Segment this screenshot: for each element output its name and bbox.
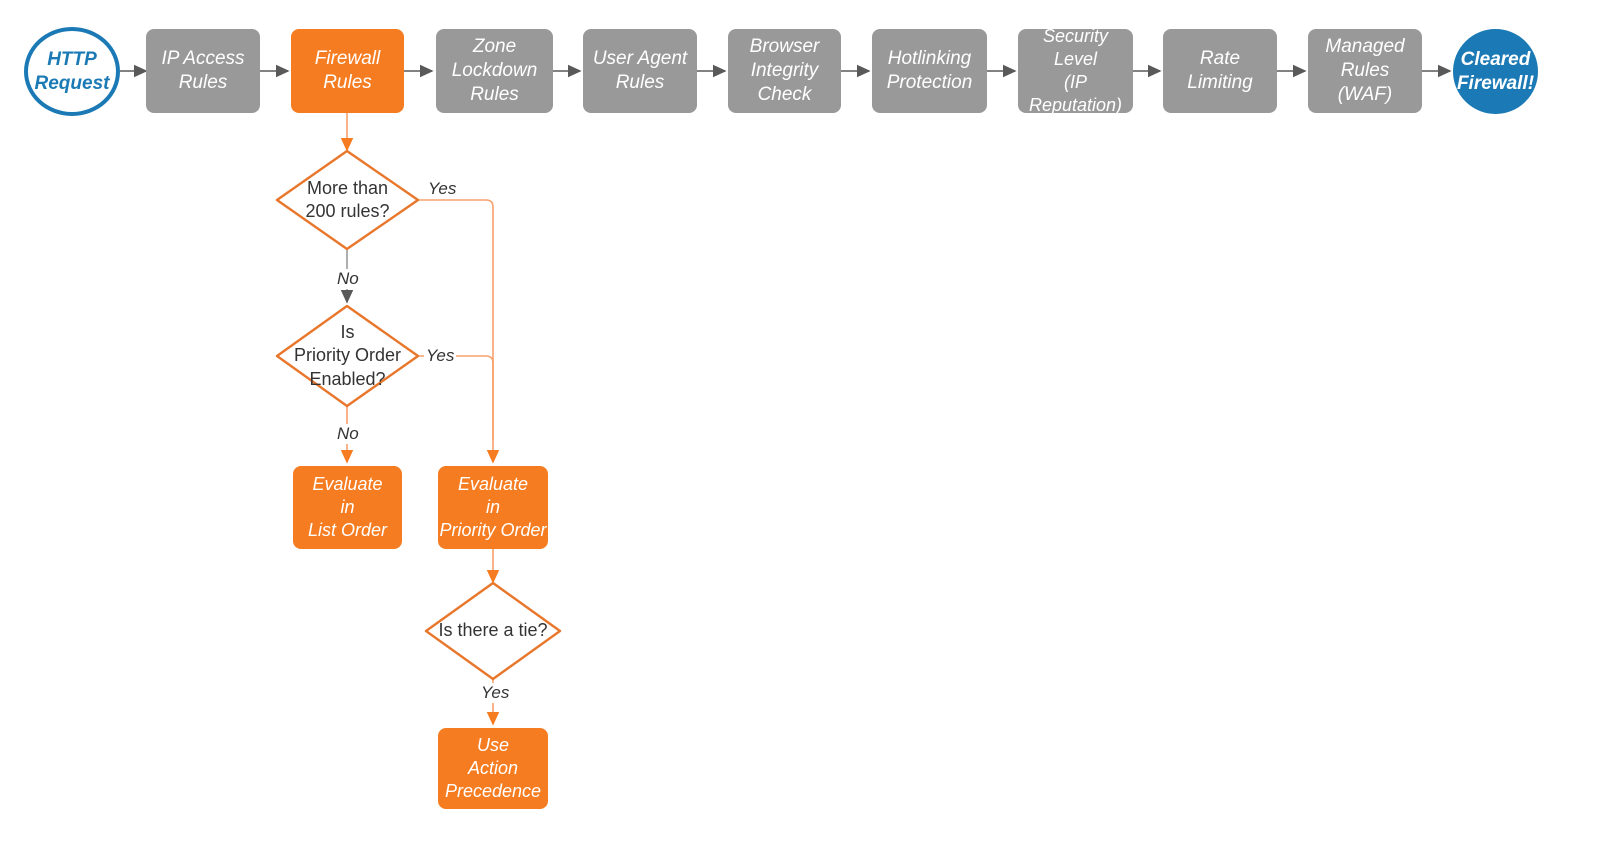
node-label: User Agent Rules <box>592 47 688 93</box>
node-label: Cleared Firewall! <box>1456 48 1535 94</box>
edge-label-yes-priority-order: Yes <box>424 346 457 366</box>
node-label: Security Level (IP Reputation) <box>1028 25 1123 116</box>
edge-label-yes-more-than-200: Yes <box>426 179 459 199</box>
node-label: Firewall Rules <box>314 47 381 93</box>
node-managed-rules-waf[interactable]: Managed Rules (WAF) <box>1308 29 1422 113</box>
node-hotlinking-protection[interactable]: Hotlinking Protection <box>872 29 987 113</box>
node-user-agent-rules[interactable]: User Agent Rules <box>583 29 697 113</box>
edge-more200-yes-to-priorityorder <box>418 199 500 464</box>
node-evaluate-in-priority-order[interactable]: Evaluate in Priority Order <box>438 466 548 549</box>
node-rate-limiting[interactable]: Rate Limiting <box>1163 29 1277 113</box>
node-zone-lockdown-rules[interactable]: Zone Lockdown Rules <box>436 29 553 113</box>
node-use-action-precedence[interactable]: Use Action Precedence <box>438 728 548 809</box>
node-evaluate-in-list-order[interactable]: Evaluate in List Order <box>293 466 402 549</box>
node-label: Browser Integrity Check <box>749 35 820 106</box>
node-label: Managed Rules (WAF) <box>1325 35 1405 106</box>
node-label: Evaluate in List Order <box>307 473 388 541</box>
node-label: Is Priority Order Enabled? <box>293 321 401 389</box>
node-firewall-rules[interactable]: Firewall Rules <box>291 29 404 113</box>
node-ip-access-rules[interactable]: IP Access Rules <box>146 29 260 113</box>
node-label: Is there a tie? <box>438 620 548 641</box>
node-decision-more-than-200-rules[interactable]: More than 200 rules? <box>277 151 418 249</box>
node-decision-is-there-a-tie[interactable]: Is there a tie? <box>426 583 560 679</box>
node-decision-priority-order-enabled[interactable]: Is Priority Order Enabled? <box>277 306 418 406</box>
edge-label-no-more-than-200: No <box>335 269 361 289</box>
node-http-request[interactable]: HTTP Request <box>24 27 120 116</box>
edge-label-yes-tie: Yes <box>479 683 512 703</box>
node-label: Zone Lockdown Rules <box>451 35 538 106</box>
node-browser-integrity-check[interactable]: Browser Integrity Check <box>728 29 841 113</box>
node-label: Evaluate in Priority Order <box>439 473 547 541</box>
node-security-level[interactable]: Security Level (IP Reputation) <box>1018 26 1133 115</box>
node-label: HTTP Request <box>34 48 110 94</box>
node-label: More than 200 rules? <box>305 177 390 221</box>
node-label: Use Action Precedence <box>444 734 542 802</box>
node-label: Hotlinking Protection <box>886 47 973 93</box>
node-cleared-firewall[interactable]: Cleared Firewall! <box>1453 29 1538 114</box>
edge-label-no-priority-order: No <box>335 424 361 444</box>
node-label: IP Access Rules <box>161 47 245 93</box>
edge-priorityenabled-yes-to-priorityorder <box>418 355 494 440</box>
node-label: Rate Limiting <box>1187 47 1253 93</box>
